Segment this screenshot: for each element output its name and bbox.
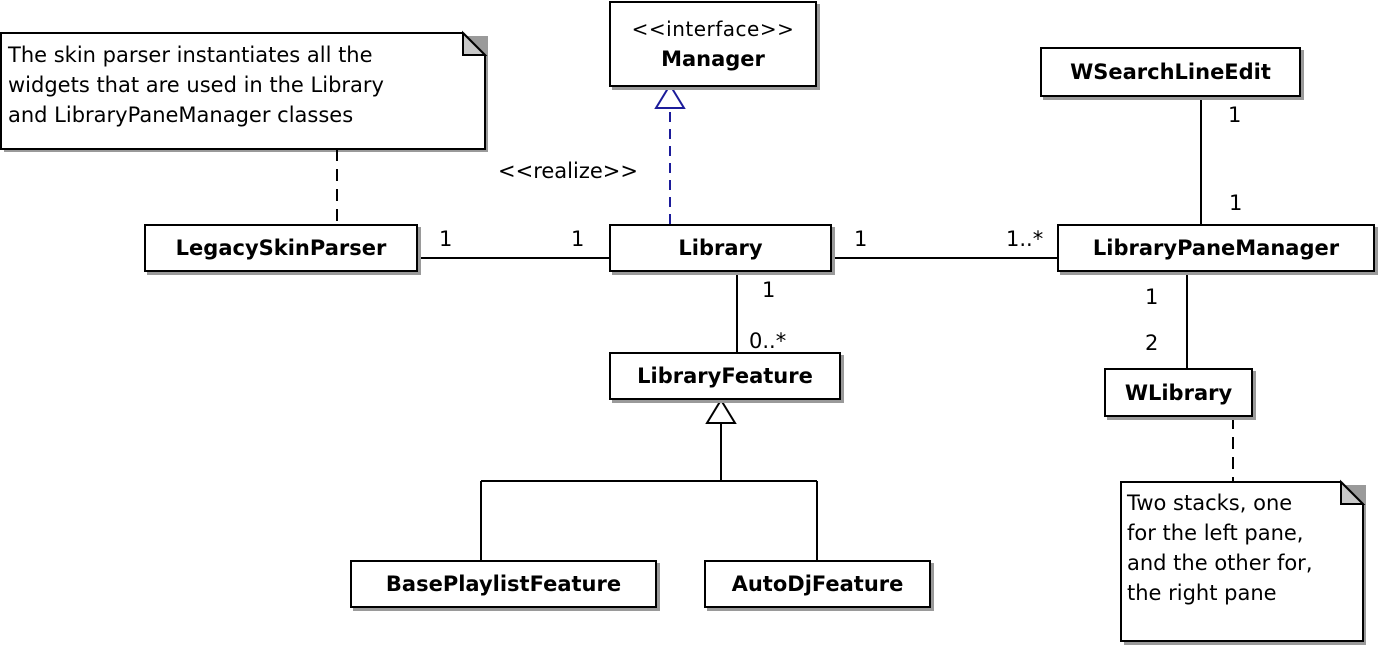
class-name: AutoDjFeature bbox=[731, 572, 904, 596]
class-library[interactable]: Library bbox=[609, 224, 832, 272]
class-name: LibraryPaneManager bbox=[1092, 236, 1340, 260]
note-stacks: Two stacks, one for the left pane, and t… bbox=[1127, 488, 1313, 608]
class-baseplaylistfeature[interactable]: BasePlaylistFeature bbox=[350, 560, 657, 608]
class-name: WSearchLineEdit bbox=[1070, 60, 1271, 84]
class-wsearchlineedit[interactable]: WSearchLineEdit bbox=[1040, 47, 1301, 97]
class-name: LegacySkinParser bbox=[175, 236, 387, 260]
multiplicity-label: 1 bbox=[571, 227, 585, 251]
class-name: LibraryFeature bbox=[637, 364, 813, 388]
class-name: BasePlaylistFeature bbox=[385, 572, 622, 596]
class-manager[interactable]: <<interface>> Manager bbox=[609, 1, 817, 87]
note-line: and the other for, bbox=[1127, 551, 1313, 575]
multiplicity-label: 1..* bbox=[1006, 227, 1044, 251]
multiplicity-label: 1 bbox=[762, 278, 776, 302]
note-line: widgets that are used in the Library bbox=[8, 73, 384, 97]
class-stereotype: <<interface>> bbox=[631, 17, 795, 41]
multiplicity-label: 1 bbox=[1145, 285, 1159, 309]
generalization-arrowhead bbox=[705, 398, 737, 424]
class-name: WLibrary bbox=[1124, 380, 1233, 405]
note-skin-parser: The skin parser instantiates all the wid… bbox=[8, 40, 384, 130]
note-stacks-shape bbox=[1120, 479, 1366, 645]
multiplicity-label: 1 bbox=[1229, 191, 1243, 215]
note-line: The skin parser instantiates all the bbox=[8, 43, 373, 67]
note-skin-parser-shape bbox=[0, 30, 488, 152]
realize-arrowhead bbox=[654, 83, 686, 109]
multiplicity-label: 1 bbox=[1228, 103, 1242, 127]
multiplicity-label: 0..* bbox=[749, 329, 787, 353]
class-autodjfeature[interactable]: AutoDjFeature bbox=[704, 560, 931, 608]
class-name: Library bbox=[678, 236, 763, 260]
multiplicity-label: 1 bbox=[439, 227, 453, 251]
multiplicity-label: 1 bbox=[854, 227, 868, 251]
note-line: Two stacks, one bbox=[1127, 491, 1293, 515]
class-librarypanemanager[interactable]: LibraryPaneManager bbox=[1057, 224, 1375, 272]
realize-label: <<realize>> bbox=[498, 159, 638, 183]
class-wlibrary[interactable]: WLibrary bbox=[1104, 368, 1253, 417]
note-line: and LibraryPaneManager classes bbox=[8, 103, 354, 127]
note-line: the right pane bbox=[1127, 581, 1277, 605]
class-libraryfeature[interactable]: LibraryFeature bbox=[609, 352, 841, 400]
multiplicity-label: 2 bbox=[1145, 331, 1159, 355]
class-name: Manager bbox=[661, 47, 765, 71]
note-line: for the left pane, bbox=[1127, 521, 1304, 545]
class-legacyskinparser[interactable]: LegacySkinParser bbox=[144, 224, 418, 272]
